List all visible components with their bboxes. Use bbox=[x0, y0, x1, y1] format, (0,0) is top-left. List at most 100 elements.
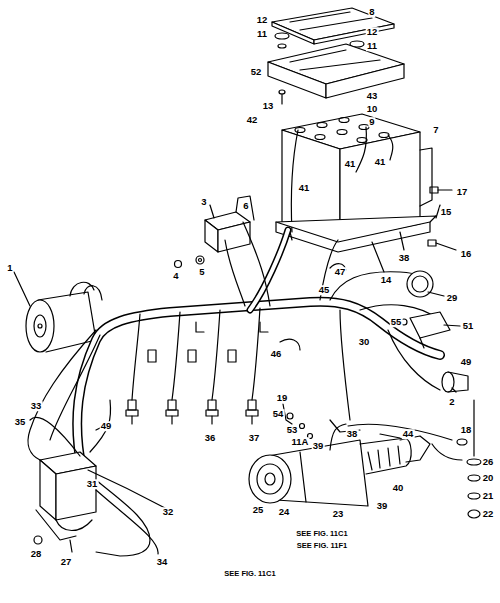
wiring-harness bbox=[77, 302, 440, 470]
battery-tray bbox=[400, 232, 404, 250]
callout-number: 11 bbox=[366, 41, 378, 51]
spark-plug bbox=[126, 400, 138, 424]
coil-terminal bbox=[380, 434, 400, 438]
light-switch bbox=[401, 312, 460, 348]
spark-plug bbox=[246, 410, 258, 416]
generator bbox=[38, 324, 42, 328]
callout-number: 19 bbox=[276, 393, 289, 403]
spark-plug bbox=[211, 416, 212, 424]
ignition-wire bbox=[30, 400, 165, 556]
battery-tray bbox=[276, 148, 436, 272]
callout-number: 43 bbox=[366, 91, 379, 101]
callout-number: 39 bbox=[376, 501, 389, 511]
spark-plug bbox=[251, 416, 252, 424]
battery-top-plate bbox=[290, 12, 350, 22]
callout-number: 12 bbox=[366, 27, 379, 37]
callout-number: 5 bbox=[198, 267, 205, 277]
battery bbox=[317, 123, 327, 128]
spark-plug bbox=[148, 350, 156, 362]
callout-number: 4 bbox=[172, 271, 179, 281]
callout-number: 10 bbox=[366, 104, 379, 114]
callout-number: 20 bbox=[482, 473, 495, 483]
battery-tray bbox=[372, 242, 384, 272]
ignition-wire bbox=[96, 480, 150, 556]
callout-number: 16 bbox=[460, 249, 473, 259]
callout-number: 55 bbox=[390, 317, 403, 327]
spark-plug bbox=[132, 314, 140, 400]
callout-number: 11A bbox=[291, 437, 310, 447]
battery-tray bbox=[276, 216, 436, 242]
battery bbox=[295, 128, 305, 133]
callout-number: 53 bbox=[286, 425, 299, 435]
screw-washer bbox=[199, 259, 202, 262]
callout-number: 27 bbox=[60, 557, 73, 567]
battery-bolt bbox=[438, 189, 452, 190]
callout-number: 22 bbox=[482, 509, 495, 519]
callout-number: 28 bbox=[30, 549, 43, 559]
callout-number: 41 bbox=[374, 157, 387, 167]
spark-plug bbox=[212, 310, 220, 400]
callout-number: 52 bbox=[250, 67, 263, 77]
starter-motor bbox=[249, 424, 430, 506]
battery-top-plate bbox=[272, 8, 394, 40]
starter-cable bbox=[432, 444, 462, 460]
terminal-hardware bbox=[457, 400, 481, 518]
terminal-hardware bbox=[473, 400, 474, 456]
callout-number: 33 bbox=[30, 401, 43, 411]
starter-cable bbox=[348, 424, 452, 440]
generator bbox=[84, 286, 102, 300]
generator bbox=[26, 300, 54, 352]
callout-number: 12 bbox=[256, 15, 269, 25]
callout-number: 23 bbox=[332, 509, 345, 519]
generator bbox=[14, 272, 102, 352]
callout-number: 41 bbox=[298, 183, 311, 193]
callout-number: 49 bbox=[460, 357, 473, 367]
battery-tray bbox=[276, 222, 430, 252]
battery-bolt bbox=[436, 243, 456, 250]
reference-note: SEE FIG. 11F1 bbox=[296, 542, 348, 550]
callout-number: 21 bbox=[482, 491, 495, 501]
callout-number: 39 bbox=[312, 441, 325, 451]
spark-plug bbox=[168, 400, 176, 410]
wiring-harness bbox=[243, 222, 270, 306]
callout-number: 3 bbox=[200, 197, 207, 207]
generator bbox=[70, 282, 94, 296]
spark-plug bbox=[166, 410, 178, 416]
starter-motor bbox=[360, 438, 411, 474]
spark-plug bbox=[166, 400, 178, 424]
ammeter bbox=[407, 271, 444, 297]
ammeter bbox=[412, 276, 428, 292]
harness-clip bbox=[196, 322, 204, 332]
spark-plug bbox=[126, 410, 138, 416]
starter-motor bbox=[300, 452, 306, 502]
generator bbox=[14, 272, 30, 306]
callout-number: 6 bbox=[242, 201, 249, 211]
callout-number: 51 bbox=[462, 321, 475, 331]
battery bbox=[388, 135, 393, 160]
starter-motor bbox=[249, 455, 291, 503]
starter-motor bbox=[265, 473, 275, 485]
distributor bbox=[36, 510, 76, 540]
callout-number: 7 bbox=[432, 125, 439, 135]
callout-number: 45 bbox=[318, 285, 331, 295]
wing-nut bbox=[278, 44, 286, 48]
harness-clip bbox=[280, 339, 300, 350]
screw-washer bbox=[175, 256, 205, 268]
voltage-regulator bbox=[236, 196, 254, 220]
starter-motor bbox=[388, 448, 390, 466]
callout-number: 29 bbox=[446, 293, 459, 303]
screw-washer bbox=[175, 261, 182, 268]
callout-number: 44 bbox=[402, 429, 415, 439]
voltage-regulator bbox=[205, 196, 254, 252]
reference-note: SEE FIG. 11C1 bbox=[223, 570, 276, 578]
spark-plug bbox=[208, 400, 216, 410]
battery bbox=[356, 127, 366, 172]
callout-number: 8 bbox=[368, 7, 375, 17]
callout-number: 13 bbox=[262, 101, 275, 111]
battery-cover bbox=[281, 94, 282, 104]
callout-number: 46 bbox=[270, 349, 283, 359]
battery-cover bbox=[300, 60, 380, 70]
callout-number: 34 bbox=[156, 557, 169, 567]
